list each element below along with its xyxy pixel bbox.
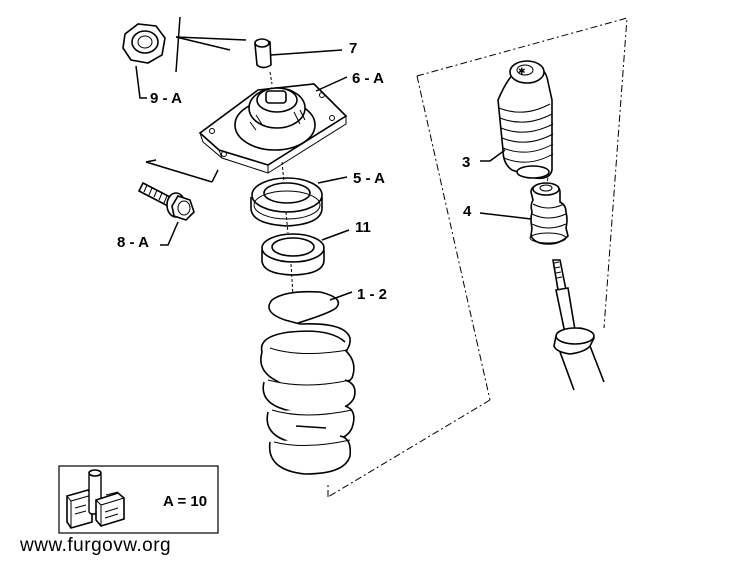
- callout-5a-label: 5 - A: [353, 170, 385, 187]
- spring-seat-part-11: [261, 233, 325, 276]
- callout-7-label: 7: [349, 40, 357, 57]
- bump-stop-part-4: [529, 182, 569, 245]
- callout-6a: 6 - A: [315, 70, 384, 92]
- bolt-part-8a: [137, 181, 195, 221]
- assembly-frame: [327, 17, 628, 498]
- callout-9a-label: 9 - A: [150, 90, 182, 107]
- callout-8a-label: 8 - A: [117, 234, 149, 251]
- callout-4: 4: [463, 203, 532, 220]
- shock-absorber: [552, 259, 605, 391]
- bearing-part-5a: [250, 177, 323, 227]
- callout-3-label: 3: [462, 154, 470, 171]
- callout-11-label: 11: [355, 219, 371, 236]
- callout-5a: 5 - A: [317, 170, 385, 187]
- callout-9a: 9 - A: [135, 65, 182, 107]
- watermark-text: www.furgovw.org: [19, 535, 171, 556]
- sleeve-part-7: [254, 38, 272, 69]
- callout-1-2: 1 - 2: [329, 286, 387, 303]
- cabinet-icon: [66, 469, 125, 529]
- callout-11: 11: [321, 219, 371, 241]
- svg-text:✱: ✱: [518, 67, 526, 77]
- callout-1-2-label: 1 - 2: [357, 286, 387, 303]
- legend-text: A = 10: [163, 493, 207, 510]
- nut-part-9a: [122, 16, 247, 73]
- legend-box: A = 10: [58, 465, 219, 534]
- callout-3: 3: [462, 149, 506, 171]
- dust-boot-part-3: ✱: [497, 60, 554, 180]
- callout-6a-label: 6 - A: [352, 70, 384, 87]
- top-mount-part-6a: [145, 83, 348, 183]
- callout-8a: 8 - A: [117, 221, 179, 251]
- coil-spring-part-1-2: [260, 290, 356, 475]
- callout-4-label: 4: [463, 203, 472, 220]
- callout-7: 7: [270, 40, 357, 57]
